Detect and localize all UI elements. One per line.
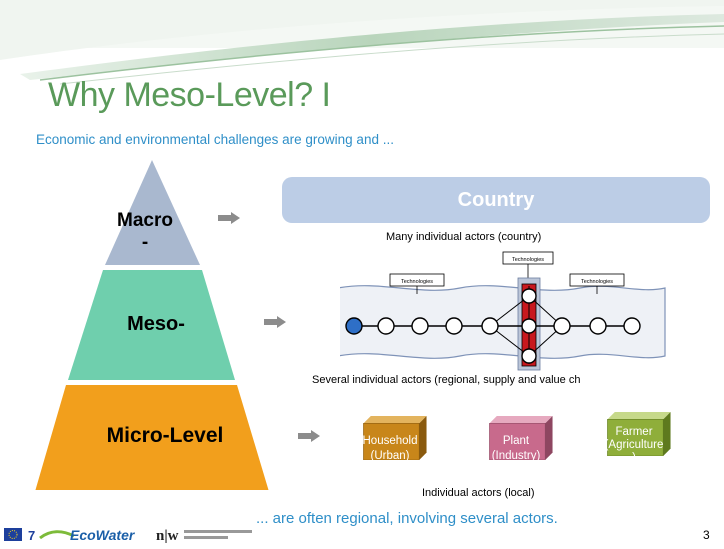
micro-caption: Individual actors (local) [422, 487, 535, 499]
household-label-line2: (Urban) [370, 450, 410, 462]
plant-box-shape [489, 416, 553, 461]
chain-band [340, 285, 666, 359]
plant-label-line1: Plant [502, 435, 530, 447]
chain-node [553, 317, 571, 335]
pyramid-micro-segment [35, 385, 269, 490]
household-label-line1: Household [362, 435, 418, 447]
farmer-label-line1: Farmer [615, 426, 653, 438]
technologies-tag-left: Technologies [389, 273, 445, 294]
page-number: 3 [703, 528, 710, 542]
micro-level-label: Micro-Level [106, 424, 224, 447]
chain-node [521, 318, 537, 334]
pyramid-meso-segment [68, 270, 235, 380]
chain-node [521, 348, 537, 364]
fhnw-logo: n|w [156, 528, 179, 544]
plant-label-line2: (Industry) [491, 450, 541, 462]
micro-arrow-icon [298, 430, 320, 442]
ecowater-logo: EcoWater [70, 527, 136, 543]
slide-subtitle: Economic and environmental challenges ar… [36, 132, 394, 147]
level-pyramid [35, 160, 269, 490]
chain-node-start [345, 317, 363, 335]
household-label: Household (Urban) [353, 434, 427, 464]
pyramid-macro-segment [105, 160, 200, 265]
tag-left-text: Technologies [401, 279, 433, 285]
macro-arrow-icon [218, 212, 240, 224]
plant-label: Plant (Industry) [479, 434, 553, 464]
farmer-label-line2: (Agriculture [604, 439, 664, 451]
macro-level-label: Macro - [110, 210, 180, 254]
ecowater-swoosh-icon [39, 530, 75, 540]
tag-right-text: Technologies [581, 279, 613, 285]
technologies-tag-center: Technologies [502, 251, 554, 278]
value-chain-diagram: Technologies Technologies Technologies [340, 251, 666, 371]
chain-node [445, 317, 463, 335]
macro-label-line1: Macro [117, 210, 173, 231]
plant-box: Plant (Industry) [478, 416, 564, 465]
chain-node [481, 317, 499, 335]
macro-caption: Many individual actors (country) [386, 231, 542, 243]
meso-level-label: Meso- [127, 313, 185, 335]
footer-logo-strip: 7 EcoWater n|w [4, 527, 252, 544]
chain-node [411, 317, 429, 335]
fhnw-affiliation-text [184, 530, 252, 533]
chain-node [589, 317, 607, 335]
footer-statement: ... are often regional, involving severa… [256, 510, 558, 527]
macro-label-line2: - [141, 232, 149, 253]
meso-caption: Several individual actors (regional, sup… [312, 374, 581, 386]
chain-node-end [623, 317, 641, 335]
chain-node [377, 317, 395, 335]
chain-node [521, 288, 537, 304]
farmer-label: Farmer (Agriculture ) [597, 426, 671, 465]
eu-flag-icon [4, 528, 22, 541]
farmer-box: Farmer (Agriculture ) [596, 412, 682, 464]
tag-center-text: Technologies [512, 257, 544, 263]
country-box: Country [282, 177, 710, 223]
header-swoosh-decoration [0, 0, 724, 85]
slide-title: Why Meso-Level? I [48, 76, 331, 114]
technologies-tag-right: Technologies [569, 273, 625, 294]
meso-arrow-icon [264, 316, 286, 328]
household-box: Household (Urban) [352, 416, 438, 465]
footer-logos: 7 EcoWater n|w [4, 524, 264, 549]
farmer-label-line3: ) [632, 452, 636, 464]
fp7-logo: 7 [28, 528, 35, 543]
